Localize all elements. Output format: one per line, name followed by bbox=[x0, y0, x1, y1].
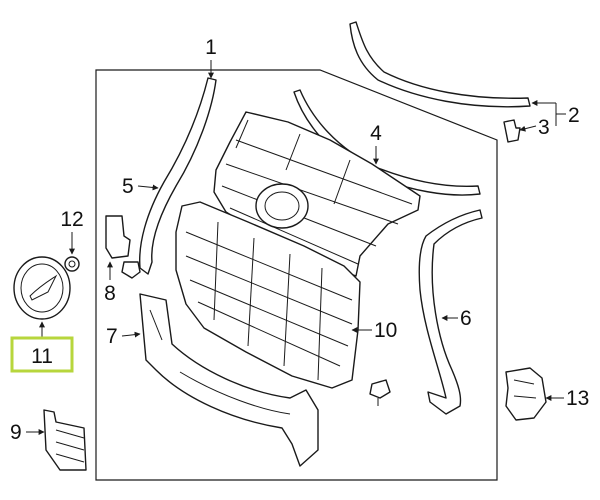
side-molding-strip[interactable] bbox=[139, 77, 217, 275]
side-trim[interactable] bbox=[418, 209, 483, 415]
assembly-frame bbox=[95, 69, 498, 481]
air-duct[interactable] bbox=[43, 409, 87, 471]
callout-13: 13 bbox=[566, 387, 589, 410]
molding-clip[interactable] bbox=[503, 119, 521, 143]
callout-10: 10 bbox=[374, 319, 397, 342]
lower-support[interactable] bbox=[139, 293, 319, 467]
callout-5: 5 bbox=[122, 175, 134, 198]
lower-grille-bolt[interactable] bbox=[369, 379, 391, 406]
callout-9: 9 bbox=[10, 421, 22, 444]
callout-8: 8 bbox=[104, 282, 116, 305]
upper-molding-strip[interactable] bbox=[349, 21, 531, 108]
callout-2: 2 bbox=[568, 104, 580, 127]
callout-7: 7 bbox=[106, 325, 118, 348]
highlight-box bbox=[10, 336, 74, 373]
callout-11: 11 bbox=[31, 345, 53, 368]
upper-grille[interactable] bbox=[213, 111, 421, 277]
side-bracket[interactable] bbox=[505, 367, 547, 421]
lower-grille[interactable] bbox=[175, 201, 361, 389]
callout-12: 12 bbox=[60, 208, 83, 231]
callout-4: 4 bbox=[370, 122, 382, 145]
callout-6: 6 bbox=[460, 307, 472, 330]
emblem[interactable] bbox=[13, 256, 71, 320]
mounting-bracket[interactable] bbox=[105, 215, 141, 279]
callout-1: 1 bbox=[205, 36, 217, 59]
emblem-nut[interactable] bbox=[64, 256, 80, 272]
callout-3: 3 bbox=[538, 116, 550, 139]
